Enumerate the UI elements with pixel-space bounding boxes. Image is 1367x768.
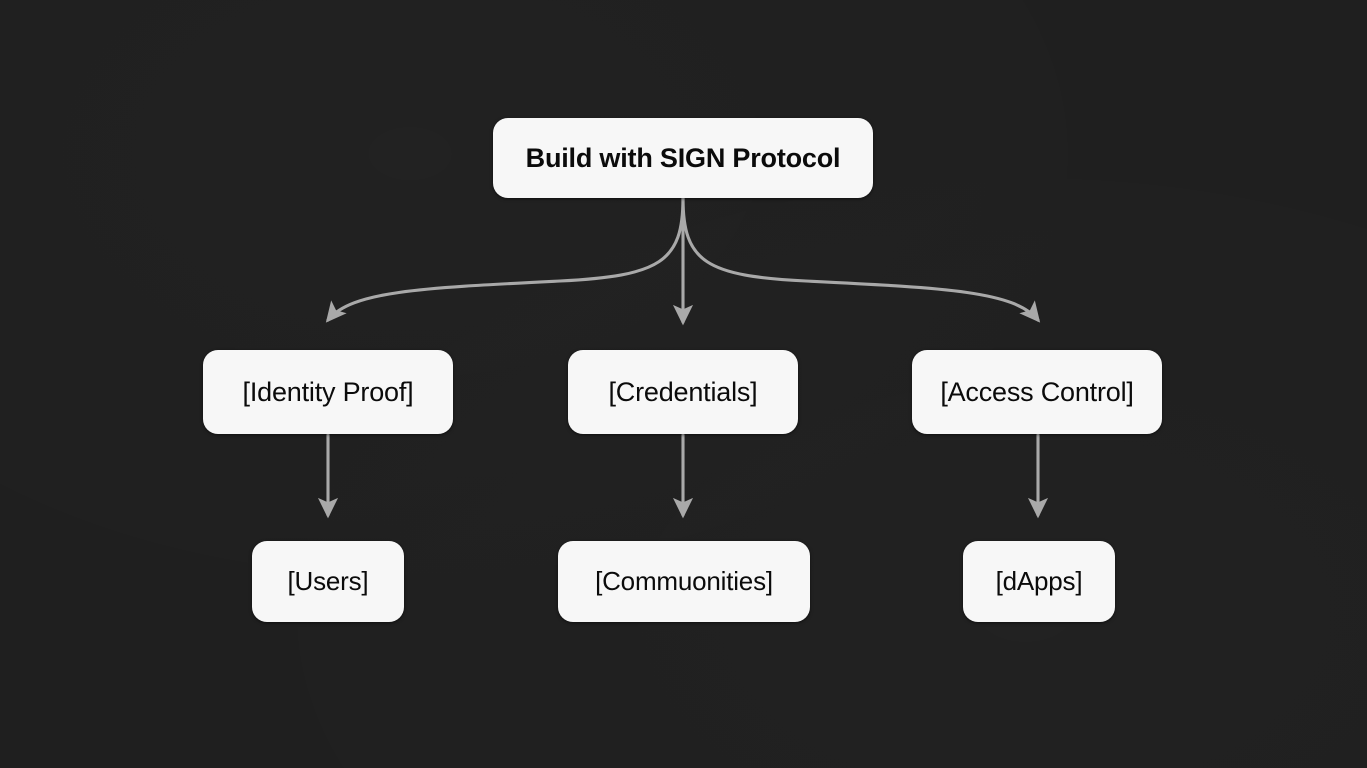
node-access-control[interactable]: [Access Control]	[912, 350, 1162, 434]
node-credentials[interactable]: [Credentials]	[568, 350, 798, 434]
node-identity-proof[interactable]: [Identity Proof]	[203, 350, 453, 434]
node-label: [dApps]	[995, 566, 1083, 596]
node-dapps[interactable]: [dApps]	[963, 541, 1115, 622]
node-build-with-sign-protocol[interactable]: Build with SIGN Protocol	[493, 118, 873, 198]
node-commuonities[interactable]: [Commuonities]	[558, 541, 810, 622]
node-label: [Commuonities]	[595, 566, 773, 596]
node-label: [Credentials]	[608, 376, 758, 407]
node-label: [Users]	[287, 566, 369, 596]
edge-root-to-access-control	[681, 196, 1041, 323]
node-users[interactable]: [Users]	[252, 541, 404, 622]
node-label: [Identity Proof]	[242, 376, 414, 407]
node-label: [Access Control]	[940, 376, 1134, 407]
edge-root-to-identity-proof	[325, 196, 685, 323]
node-label: Build with SIGN Protocol	[525, 142, 841, 173]
